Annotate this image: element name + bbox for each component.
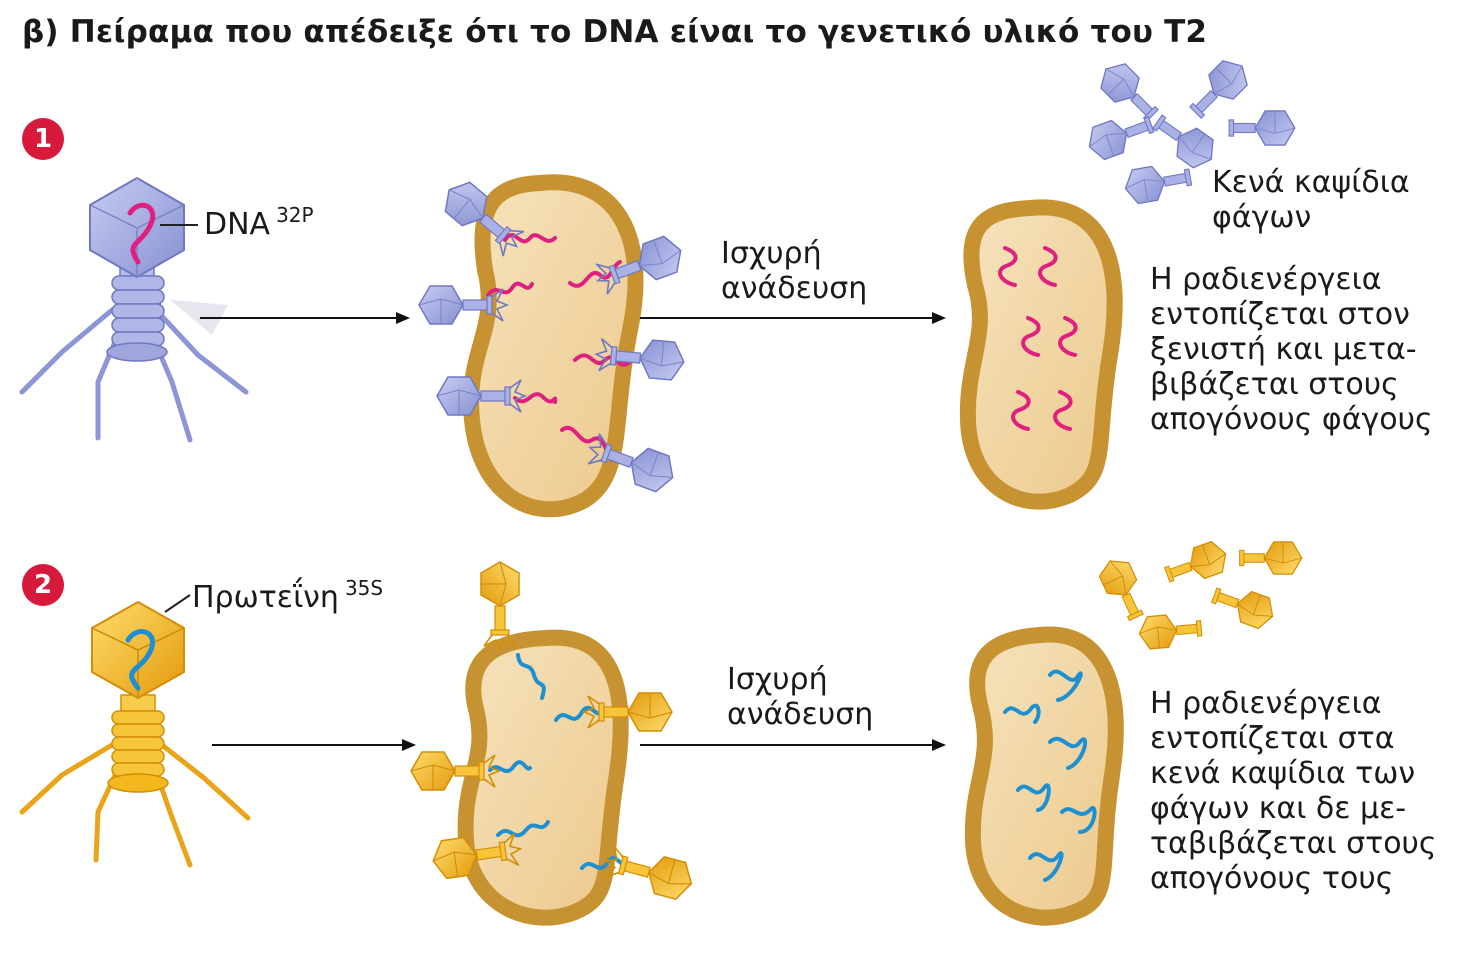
step-badge-1: 1 xyxy=(22,118,64,160)
label-dna-name: DNA xyxy=(204,207,271,242)
result-text-1: Η ραδιενέργεια εντοπίζεται στον ξενιστή … xyxy=(1150,262,1433,437)
step-label-blend-1: Ισχυρή ανάδευση xyxy=(721,236,868,306)
label-protein-isotope: 35S xyxy=(344,576,384,600)
infected-cell-1 xyxy=(419,174,687,518)
empty-capsids-2 xyxy=(1094,537,1303,651)
label-protein-name: Πρωτεΐνη xyxy=(192,580,339,615)
diagram-title: β) Πείραμα που απέδειξε ότι το DNA είναι… xyxy=(22,14,1208,50)
result-text-2: Η ραδιενέργεια εντοπίζεται στα κενά καψί… xyxy=(1150,686,1437,896)
empty-capsids-label: Κενά καψίδια φάγων xyxy=(1212,165,1410,235)
step-label-blend-2: Ισχυρή ανάδευση xyxy=(727,662,874,732)
infected-cell-2 xyxy=(411,562,696,926)
host-cell-2 xyxy=(964,626,1124,926)
phage-32p xyxy=(19,176,249,443)
step-badge-2: 2 xyxy=(22,564,64,606)
phage-35s xyxy=(19,594,251,868)
label-dna-isotope: 32P xyxy=(276,203,314,227)
host-cell-1 xyxy=(959,199,1123,510)
